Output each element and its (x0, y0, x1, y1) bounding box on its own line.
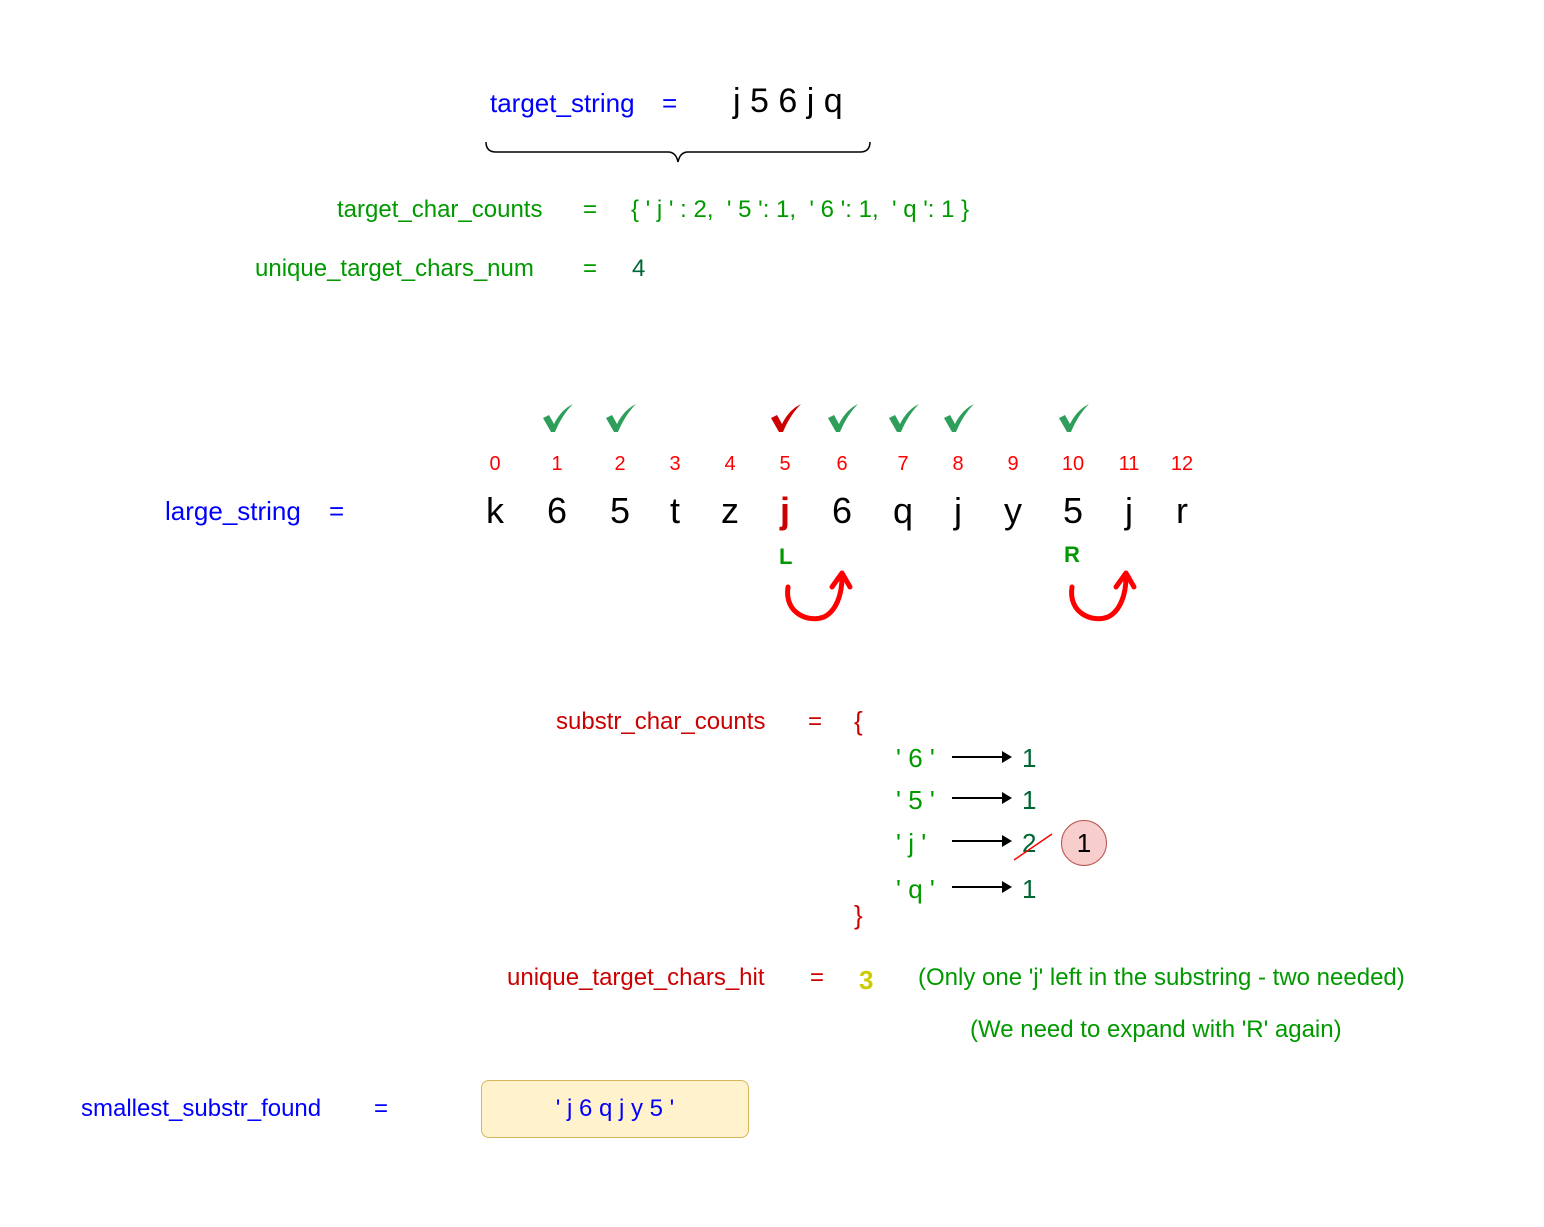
checkmark-icon (771, 404, 801, 432)
index-label: 6 (836, 453, 848, 475)
char-cell: 6 (831, 490, 853, 531)
index-label: 3 (669, 453, 681, 475)
entry-key-6: ' 6 ' (896, 743, 935, 773)
char-cell: j (1125, 490, 1133, 531)
unique-target-chars-hit-value: 3 (859, 965, 874, 995)
entry-value-6: 1 (1022, 743, 1037, 773)
index-label: 1 (551, 453, 563, 475)
arrow-icon (952, 835, 1012, 847)
new-count-badge: 1 (1061, 820, 1107, 866)
checkmark-icon (543, 404, 573, 432)
left-advance-arrow-icon (785, 570, 853, 622)
unique-target-chars-hit-label: unique_target_chars_hit (507, 964, 765, 991)
note-expand-r: (We need to expand with 'R' again) (970, 1016, 1342, 1043)
char-cell: r (1176, 490, 1188, 531)
unique-target-chars-num-equals: = (583, 255, 598, 282)
char-cell: t (669, 490, 680, 531)
index-label: 4 (724, 453, 736, 475)
large-string-label: large_string (165, 496, 301, 526)
index-label: 9 (1007, 453, 1019, 475)
char-cell: 5 (1062, 490, 1084, 531)
index-label: 10 (1061, 453, 1085, 475)
char-cell: z (721, 490, 739, 531)
target-char-counts-value: { ' j ' : 2, ' 5 ': 1, ' 6 ': 1, ' q ': … (631, 196, 970, 223)
smallest-substr-value-box: ' j 6 q j y 5 ' (481, 1080, 749, 1138)
char-cell: j (779, 490, 790, 531)
char-cell: 5 (609, 490, 631, 531)
strikethrough-icon (1013, 833, 1053, 861)
smallest-substr-found-equals: = (374, 1095, 389, 1122)
checkmark-icon (606, 404, 636, 432)
target-string-label: target_string (490, 88, 635, 118)
char-cell: q (892, 490, 914, 531)
underbrace-icon (485, 141, 871, 163)
entry-value-j-old: 2 (1022, 828, 1037, 858)
unique-target-chars-num-label: unique_target_chars_num (255, 255, 534, 282)
char-cell: 6 (546, 490, 568, 531)
index-label: 7 (897, 453, 909, 475)
index-label: 5 (779, 453, 791, 475)
substr-char-counts-equals: = (808, 708, 823, 735)
entry-key-j: ' j ' (896, 828, 927, 858)
checkmark-icon (944, 404, 974, 432)
entry-key-q: ' q ' (896, 874, 935, 904)
entry-value-5: 1 (1022, 785, 1037, 815)
target-char-counts-equals: = (583, 196, 598, 223)
target-string-equals: = (662, 88, 678, 118)
arrow-icon (952, 881, 1012, 893)
large-string-equals: = (329, 496, 345, 526)
open-brace: { (854, 706, 863, 736)
left-pointer-label: L (779, 544, 793, 569)
entry-value-q: 1 (1022, 874, 1037, 904)
note-only-one-j: (Only one 'j' left in the substring - tw… (918, 964, 1405, 991)
arrow-icon (952, 751, 1012, 763)
index-label: 12 (1170, 453, 1194, 475)
index-label: 0 (489, 453, 501, 475)
right-advance-arrow-icon (1069, 570, 1137, 622)
char-cell: k (486, 490, 504, 531)
substr-char-counts-label: substr_char_counts (556, 708, 766, 735)
checkmark-icon (889, 404, 919, 432)
unique-target-chars-num-value: 4 (632, 255, 646, 282)
index-label: 8 (952, 453, 964, 475)
entry-key-5: ' 5 ' (896, 785, 935, 815)
checkmark-icon (1059, 404, 1089, 432)
checkmark-icon (828, 404, 858, 432)
unique-target-chars-hit-equals: = (810, 964, 825, 991)
arrow-icon (952, 792, 1012, 804)
smallest-substr-found-label: smallest_substr_found (81, 1095, 322, 1122)
right-pointer-label: R (1064, 542, 1080, 567)
target-char-counts-label: target_char_counts (337, 196, 543, 223)
char-cell: y (1004, 490, 1022, 531)
index-label: 11 (1118, 453, 1140, 475)
close-brace: } (854, 900, 863, 930)
char-cell: j (954, 490, 962, 531)
index-label: 2 (614, 453, 626, 475)
target-string-value: j 5 6 j q (733, 82, 843, 120)
